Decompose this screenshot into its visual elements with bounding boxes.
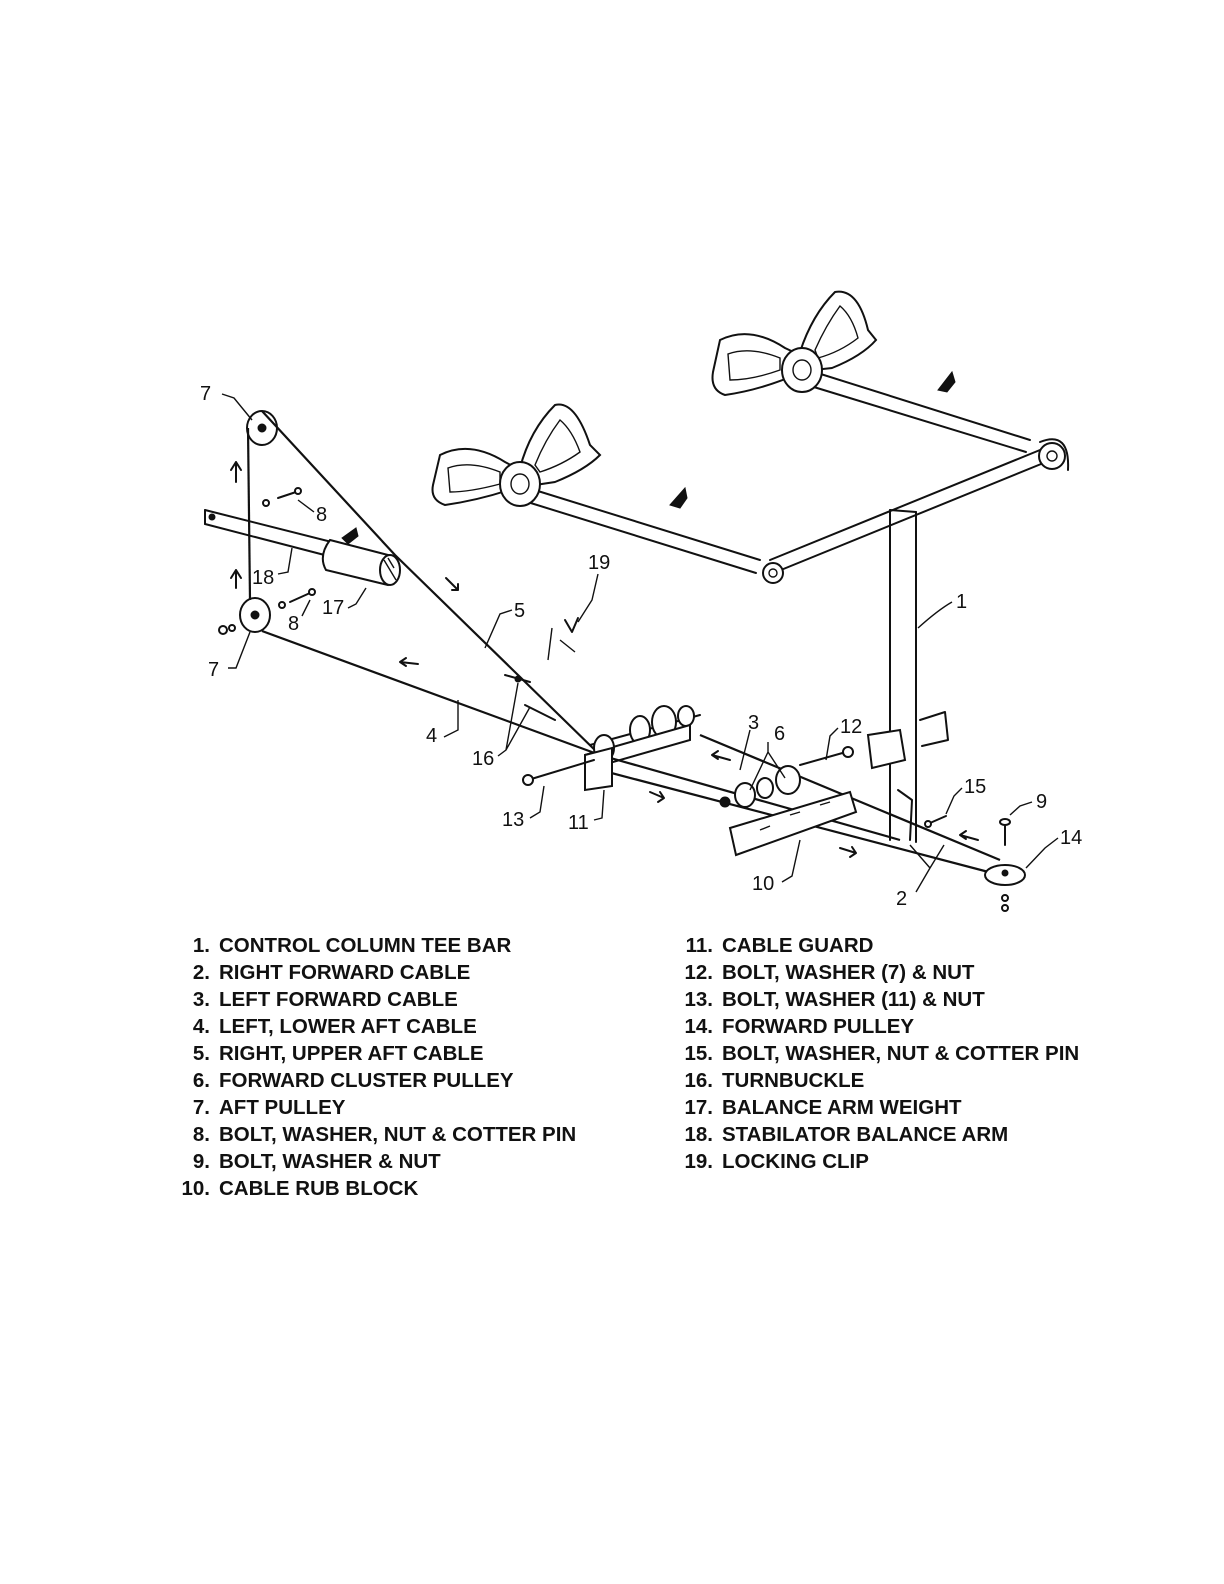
svg-text:7: 7 [200, 383, 211, 405]
callout-13: 13 [502, 785, 545, 831]
callout-9: 9 [1009, 791, 1047, 816]
svg-text:6: 6 [774, 723, 785, 745]
stabilator-control-system-diagram: 1 2 3 4 5 6 7 7 8 8 9 10 [200, 290, 1082, 912]
callout-7-lower: 7 [208, 631, 251, 681]
svg-text:11: 11 [568, 812, 589, 834]
svg-text:9: 9 [1036, 791, 1047, 813]
legend-item: 18.STABILATOR BALANCE ARM [684, 1122, 1009, 1146]
legend-item: 19.LOCKING CLIP [684, 1149, 869, 1173]
callout-5: 5 [484, 600, 525, 649]
legend-item: 7.AFT PULLEY [192, 1095, 346, 1119]
control-column-tee-bar [520, 369, 1070, 843]
svg-text:10: 10 [752, 873, 774, 895]
locking-clip [547, 617, 579, 661]
legend-item: 2.RIGHT FORWARD CABLE [192, 960, 471, 984]
svg-text:5: 5 [514, 600, 525, 622]
aft-pulley-upper [246, 410, 278, 446]
left-arrow-icon [711, 750, 731, 761]
forward-pulley [984, 864, 1026, 912]
bolt-washer-nut-12 [799, 746, 854, 766]
svg-text:15: 15 [964, 776, 986, 798]
forward-cluster-pulley-pair [719, 765, 801, 808]
svg-text:19: 19 [588, 552, 610, 574]
callout-8-lower: 8 [288, 599, 311, 635]
up-arrow-icon [230, 461, 242, 483]
motion-arrow-icon [669, 486, 688, 509]
cable-rub-block [728, 790, 858, 857]
aft-pulley-lower [218, 597, 271, 635]
callout-17: 17 [322, 587, 367, 619]
motion-arrow-icon [341, 527, 359, 545]
left-control-wheel [431, 403, 602, 507]
cable-guard [522, 746, 613, 792]
svg-text:16: 16 [472, 748, 494, 770]
legend-item: 12.BOLT, WASHER (7) & NUT [684, 960, 975, 984]
callout-6: 6 [749, 723, 786, 791]
svg-text:1: 1 [956, 591, 967, 613]
svg-text:12: 12 [840, 716, 862, 738]
callout-19: 19 [577, 552, 610, 623]
legend-item: 1.CONTROL COLUMN TEE BAR [192, 933, 512, 957]
svg-text:3: 3 [748, 712, 759, 734]
legend-item: 14.FORWARD PULLEY [684, 1014, 915, 1038]
svg-text:13: 13 [502, 809, 524, 831]
callout-14: 14 [1025, 827, 1082, 869]
bolt-washer-nut-cotter-pin-lower [278, 588, 316, 609]
legend-item: 11.CABLE GUARD [685, 933, 874, 957]
legend-item: 13.BOLT, WASHER (11) & NUT [684, 987, 985, 1011]
left-lower-aft-cable [261, 629, 601, 757]
callout-15: 15 [945, 776, 986, 815]
callout-2: 2 [896, 844, 945, 910]
callout-16: 16 [472, 682, 531, 770]
legend-column-right: 11.CABLE GUARD 12.BOLT, WASHER (7) & NUT… [672, 932, 1080, 1175]
callout-10: 10 [752, 839, 801, 895]
motion-arrow-icon [445, 577, 459, 591]
callout-1: 1 [917, 591, 967, 629]
up-arrow-icon [230, 569, 242, 589]
motion-arrow-icon [937, 370, 956, 393]
left-arrow-icon [959, 830, 979, 841]
legend-column-left: 1.CONTROL COLUMN TEE BAR 2.RIGHT FORWARD… [168, 932, 577, 1202]
legend-item: 16.TURNBUCKLE [684, 1068, 865, 1092]
svg-text:4: 4 [426, 725, 437, 747]
balance-arm-weight [321, 538, 401, 587]
svg-text:7: 7 [208, 659, 219, 681]
legend-item: 4.LEFT, LOWER AFT CABLE [192, 1014, 477, 1038]
bolt-washer-nut-cotter-pin-15 [924, 815, 947, 828]
legend-item: 6.FORWARD CLUSTER PULLEY [192, 1068, 514, 1092]
svg-text:18: 18 [252, 567, 274, 589]
left-arrow-icon [399, 657, 419, 667]
legend-item: 3.LEFT FORWARD CABLE [192, 987, 458, 1011]
right-upper-aft-cable [261, 410, 601, 756]
legend-item: 9.BOLT, WASHER & NUT [192, 1149, 441, 1173]
right-control-wheel [711, 290, 878, 397]
callout-7-upper: 7 [200, 383, 253, 421]
callout-3: 3 [739, 712, 759, 771]
legend-item: 8.BOLT, WASHER, NUT & COTTER PIN [192, 1122, 577, 1146]
aft-pulley-link-cable [246, 427, 252, 601]
callout-4: 4 [426, 700, 459, 747]
legend-item: 10.CABLE RUB BLOCK [181, 1176, 419, 1200]
right-arrow-icon [839, 846, 857, 858]
callout-18: 18 [252, 547, 293, 589]
legend-item: 5.RIGHT, UPPER AFT CABLE [192, 1041, 484, 1065]
callout-8-upper: 8 [297, 499, 327, 526]
legend-item: 17.BALANCE ARM WEIGHT [684, 1095, 962, 1119]
right-arrow-icon [649, 791, 665, 803]
svg-text:8: 8 [288, 613, 299, 635]
bolt-washer-nut-cotter-pin-upper [262, 487, 302, 507]
callout-11: 11 [568, 789, 605, 834]
svg-text:14: 14 [1060, 827, 1082, 849]
svg-text:8: 8 [316, 504, 327, 526]
bolt-washer-nut-9 [999, 818, 1011, 846]
legend-item: 15.BOLT, WASHER, NUT & COTTER PIN [684, 1041, 1080, 1065]
svg-text:17: 17 [322, 597, 344, 619]
svg-text:2: 2 [896, 888, 907, 910]
callout-12: 12 [825, 716, 862, 761]
